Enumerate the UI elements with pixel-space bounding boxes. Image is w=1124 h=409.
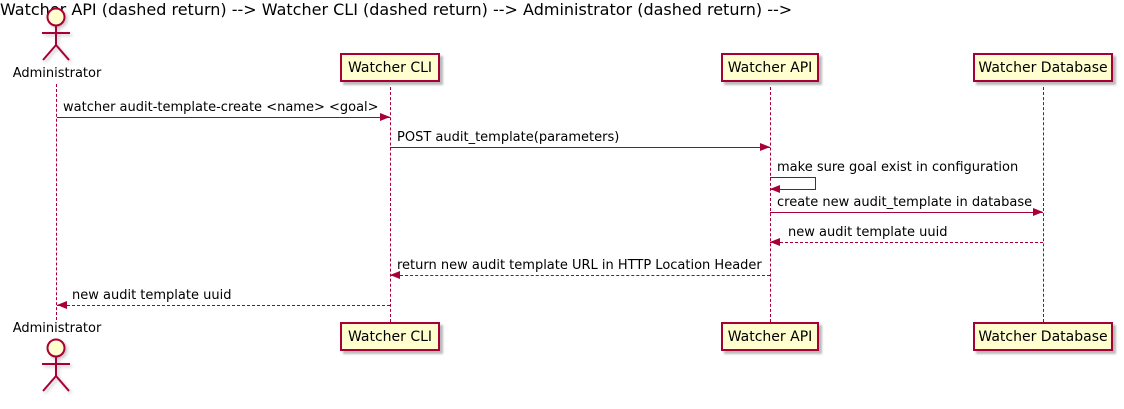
- arrowhead-right-icon: [760, 143, 770, 151]
- participant-box-watcher-api-top: Watcher API: [721, 53, 819, 82]
- actor-icon: [42, 338, 70, 392]
- actor-label-top: Administrator: [12, 66, 102, 81]
- lifeline-watcher-api: [770, 87, 771, 322]
- participant-label: Watcher CLI: [347, 59, 433, 76]
- message-label-3: make sure goal exist in configuration: [777, 160, 1019, 175]
- arrowhead-left-icon: [390, 271, 400, 279]
- participant-box-watcher-database-bottom: Watcher Database: [973, 322, 1113, 351]
- actor-icon: [42, 7, 70, 61]
- lifeline-watcher-database: [1043, 87, 1044, 322]
- participant-label: Watcher Database: [978, 59, 1108, 76]
- participant-box-watcher-cli-top: Watcher CLI: [340, 53, 440, 82]
- participant-box-watcher-cli-bottom: Watcher CLI: [340, 322, 440, 351]
- participant-box-watcher-database-top: Watcher Database: [973, 53, 1113, 82]
- actor-label-bottom: Administrator: [12, 321, 102, 336]
- message-label-7: new audit template uuid: [72, 288, 232, 303]
- participant-label: Watcher API: [727, 328, 813, 345]
- message-label-4: create new audit_template in database: [777, 195, 1033, 210]
- participant-label: Watcher API: [727, 59, 813, 76]
- lifeline-watcher-cli: [390, 87, 391, 322]
- message-label-1: watcher audit-template-create <name> <go…: [63, 100, 379, 115]
- message-line-4: [770, 212, 1043, 213]
- arrowhead-right-icon: [380, 113, 390, 121]
- message-label-5: new audit template uuid: [788, 225, 948, 240]
- message-line-2: [390, 147, 770, 148]
- participant-label: Watcher CLI: [347, 328, 433, 345]
- message-line-1: [57, 117, 390, 118]
- message-line-7: [57, 305, 390, 306]
- arrowhead-left-icon: [770, 185, 780, 193]
- message-label-6: return new audit template URL in HTTP Lo…: [397, 258, 762, 273]
- message-line-5: [770, 242, 1043, 243]
- arrowhead-right-icon: [1033, 208, 1043, 216]
- lifeline-administrator: [56, 84, 57, 320]
- message-label-2: POST audit_template(parameters): [397, 130, 620, 145]
- self-message-loop: [770, 177, 816, 190]
- participant-box-watcher-api-bottom: Watcher API: [721, 322, 819, 351]
- participant-label: Watcher Database: [978, 328, 1108, 345]
- arrowhead-left-icon: [770, 238, 780, 246]
- arrowhead-left-icon: [57, 301, 67, 309]
- message-line-6: [390, 275, 770, 276]
